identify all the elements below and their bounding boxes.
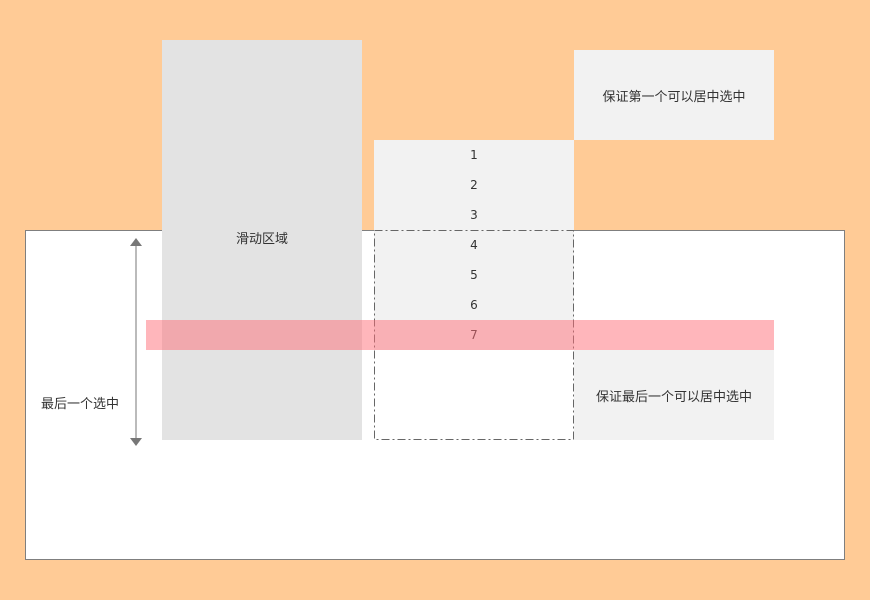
list-item-2: 2 xyxy=(470,178,478,192)
note-first-centered: 保证第一个可以居中选中 xyxy=(574,50,774,140)
list-item-3: 3 xyxy=(470,208,478,222)
note-last-centered-text: 保证最后一个可以居中选中 xyxy=(595,389,752,405)
list-item-1: 1 xyxy=(470,148,478,162)
list-item-4: 4 xyxy=(470,238,478,252)
list-item-5: 5 xyxy=(470,268,478,282)
note-last-centered: 保证最后一个可以居中选中 xyxy=(574,350,774,440)
scroll-area xyxy=(162,40,362,440)
note-first-centered-text: 保证第一个可以居中选中 xyxy=(602,89,746,105)
arrow-label: 最后一个选中 xyxy=(40,397,119,412)
scroll-area-label: 滑动区域 xyxy=(235,232,288,247)
double-arrow-icon xyxy=(130,238,142,446)
selection-highlight-band xyxy=(146,320,774,350)
list-item-6: 6 xyxy=(470,298,478,312)
